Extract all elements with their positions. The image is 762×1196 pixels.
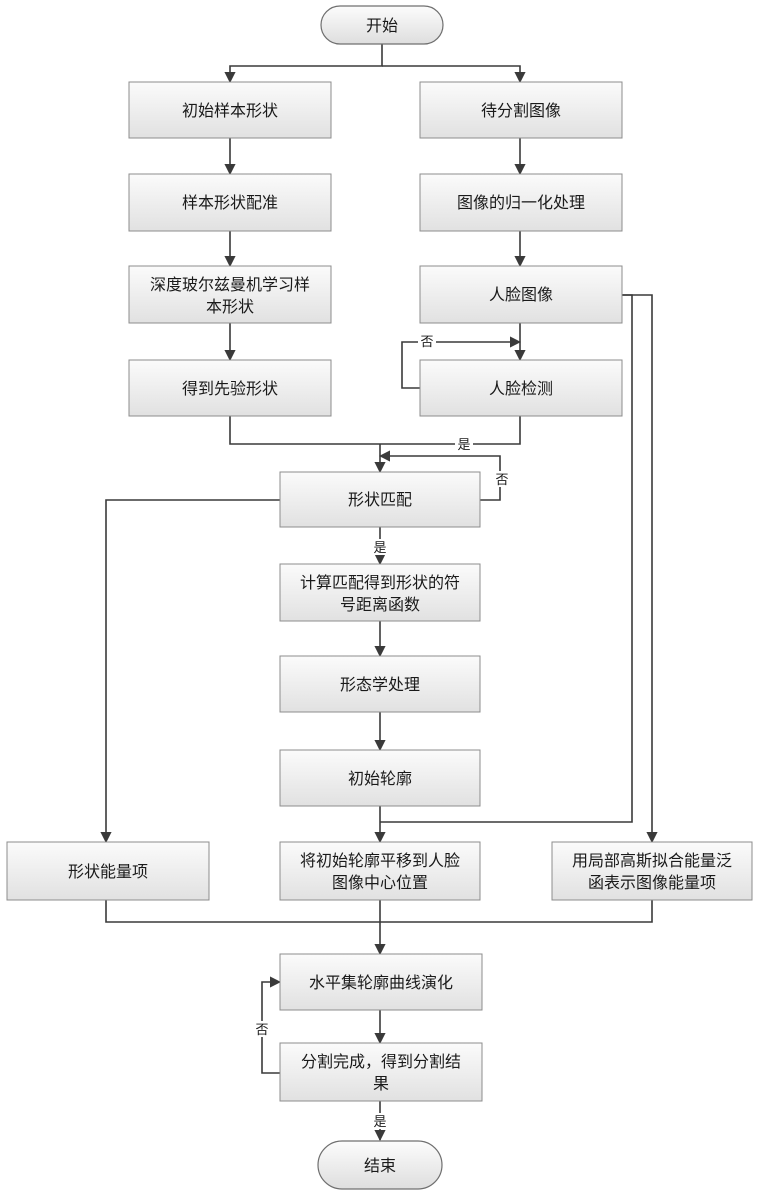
- edge-energy-merge-line: [106, 900, 652, 922]
- label-seg-done-yes: 是: [373, 1115, 386, 1130]
- dbm-label-line1: 深度玻尔兹曼机学习样: [150, 275, 310, 294]
- seg-done-label-line1: 分割完成，得到分割结: [301, 1052, 461, 1071]
- dbm-node: 深度玻尔兹曼机学习样 本形状: [129, 266, 331, 323]
- start-node-label: 开始: [366, 16, 398, 35]
- face-image-node: 人脸图像: [420, 266, 622, 323]
- edge-shape-match-to-shape-energy: [106, 500, 280, 842]
- edge-start-to-to-segment: [382, 66, 520, 82]
- morph-label: 形态学处理: [340, 675, 420, 694]
- face-detect-label: 人脸检测: [489, 379, 553, 398]
- face-detect-node: 人脸检测: [420, 360, 622, 416]
- normalize-node: 图像的归一化处理: [420, 174, 622, 231]
- shape-match-label: 形状匹配: [348, 490, 412, 509]
- translate-label-line1: 将初始轮廓平移到人脸: [300, 851, 460, 870]
- edge-merge-line: [230, 416, 520, 444]
- dbm-label-line2: 本形状: [206, 297, 254, 316]
- label-face-detect-no: 否: [420, 335, 433, 350]
- init-contour-node: 初始轮廓: [280, 750, 480, 806]
- edge-face-image-to-lgf: [622, 295, 652, 842]
- start-node: 开始: [321, 6, 443, 44]
- prior-shape-label: 得到先验形状: [182, 379, 278, 398]
- shape-reg-label: 样本形状配准: [182, 193, 278, 212]
- shape-energy-label: 形状能量项: [68, 862, 148, 881]
- label-face-detect-yes: 是: [457, 438, 470, 453]
- label-shape-match-no: 否: [495, 473, 508, 488]
- lgf-label-line1: 用局部高斯拟合能量泛: [572, 851, 732, 870]
- sdf-label-line1: 计算匹配得到形状的符: [300, 573, 460, 592]
- sdf-label-line2: 号距离函数: [340, 595, 420, 614]
- seg-done-node: 分割完成，得到分割结 果: [280, 1043, 482, 1101]
- end-node-label: 结束: [364, 1156, 396, 1175]
- init-shape-label: 初始样本形状: [182, 101, 278, 120]
- to-segment-node: 待分割图像: [420, 82, 622, 138]
- face-image-label: 人脸图像: [489, 285, 553, 304]
- init-contour-label: 初始轮廓: [348, 769, 412, 788]
- prior-shape-node: 得到先验形状: [129, 360, 331, 416]
- init-shape-node: 初始样本形状: [129, 82, 331, 138]
- shape-reg-node: 样本形状配准: [129, 174, 331, 231]
- translate-label-line2: 图像中心位置: [332, 873, 428, 892]
- lgf-label-line2: 函表示图像能量项: [588, 873, 716, 892]
- edge-start-to-init-shape: [230, 44, 382, 82]
- translate-node: 将初始轮廓平移到人脸 图像中心位置: [280, 842, 480, 900]
- normalize-label: 图像的归一化处理: [457, 193, 585, 212]
- levelset-node: 水平集轮廓曲线演化: [280, 954, 482, 1010]
- shape-match-node: 形状匹配: [280, 472, 480, 527]
- shape-energy-node: 形状能量项: [7, 842, 209, 900]
- label-shape-match-yes: 是: [373, 541, 386, 556]
- to-segment-label: 待分割图像: [481, 101, 561, 120]
- seg-done-label-line2: 果: [373, 1074, 389, 1093]
- sdf-node: 计算匹配得到形状的符 号距离函数: [280, 564, 480, 621]
- label-seg-done-no: 否: [255, 1023, 268, 1038]
- levelset-label: 水平集轮廓曲线演化: [309, 973, 453, 992]
- lgf-node: 用局部高斯拟合能量泛 函表示图像能量项: [552, 842, 752, 900]
- end-node: 结束: [318, 1141, 442, 1189]
- morph-node: 形态学处理: [280, 656, 480, 712]
